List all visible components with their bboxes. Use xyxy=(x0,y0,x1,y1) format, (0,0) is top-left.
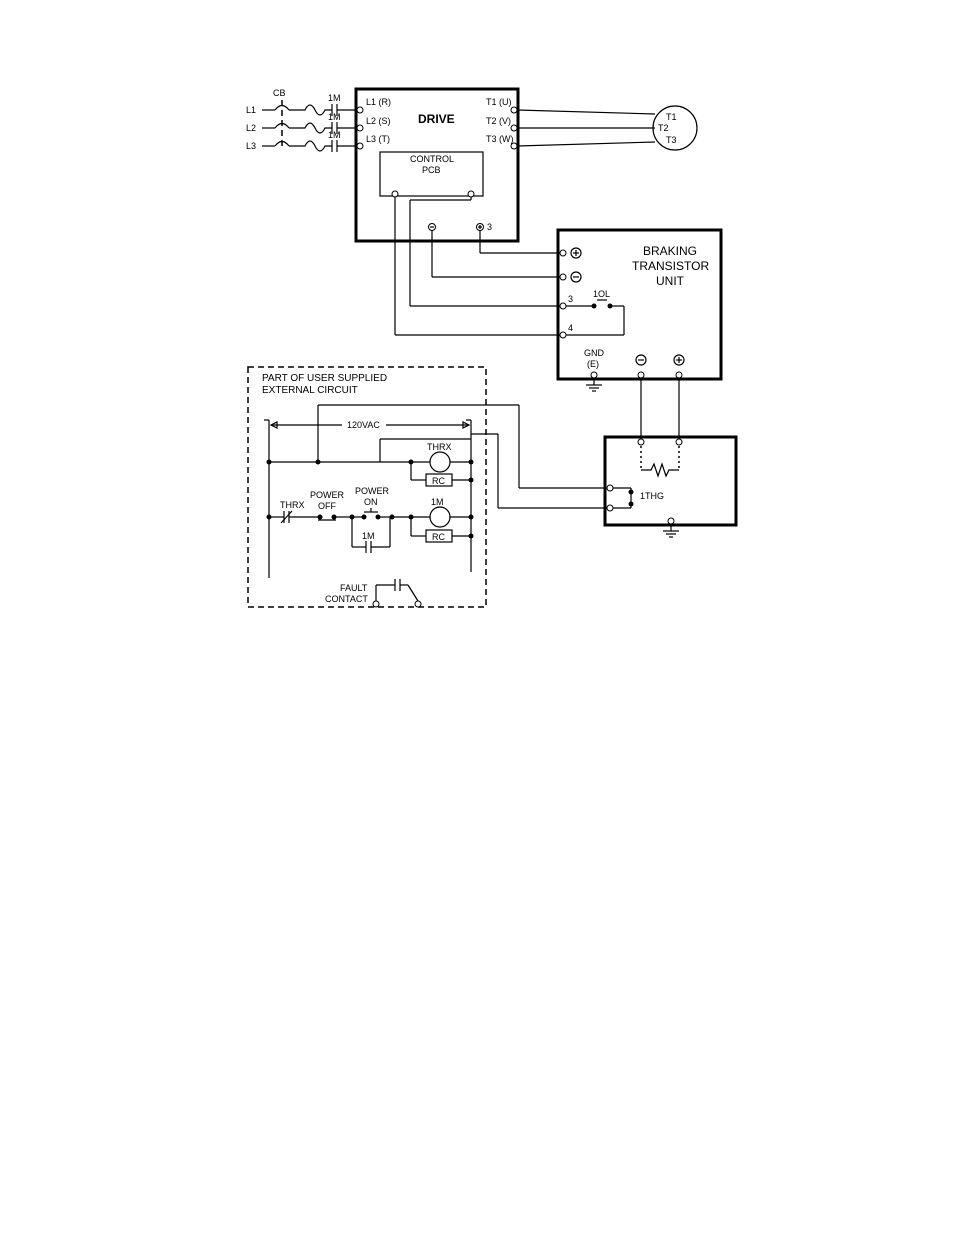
drive-box xyxy=(354,87,520,243)
voltage-120vac-label: 120VAC xyxy=(347,420,380,430)
l3-label: L3 xyxy=(246,141,256,151)
l1-label: L1 xyxy=(246,105,256,115)
drive-input-l1: L1 (R) xyxy=(366,97,391,107)
power-on-label: POWER xyxy=(355,486,390,496)
dc-bus-wiring xyxy=(394,197,560,336)
thermal-1thg-label: 1THG xyxy=(640,491,664,501)
braking-resistor-unit-box xyxy=(603,435,738,527)
power-off-label: OFF xyxy=(318,501,336,511)
gnd-label: GND xyxy=(584,348,605,358)
drive-terminal-3: 3 xyxy=(487,222,492,232)
fault-contact-label: CONTACT xyxy=(325,594,368,604)
braking-unit-title: BRAKING xyxy=(643,244,697,258)
power-on-label: ON xyxy=(364,497,378,507)
cb-label: CB xyxy=(273,88,286,98)
contactor-1m-label: 1M xyxy=(328,130,341,140)
thrx-contact-label: THRX xyxy=(280,500,305,510)
rc-label: RC xyxy=(432,476,445,486)
motor-wiring xyxy=(516,109,656,147)
braking-terminal-3: 3 xyxy=(568,294,573,304)
external-circuit-title: EXTERNAL CIRCUIT xyxy=(262,385,358,396)
thrx-coil xyxy=(429,451,451,473)
motor-t3: T3 xyxy=(666,135,677,145)
braking-terminal-4: 4 xyxy=(568,323,573,333)
drive-input-l2: L2 (S) xyxy=(366,116,391,126)
fault-contact-label: FAULT xyxy=(340,583,368,593)
control-pcb-box xyxy=(379,151,484,197)
external-circuit-title: PART OF USER SUPPLIED xyxy=(262,373,387,384)
coil-1m-label: 1M xyxy=(431,497,444,507)
rc-label: RC xyxy=(432,532,445,542)
control-pcb-label: PCB xyxy=(422,165,441,175)
drive-title: DRIVE xyxy=(418,112,455,126)
l2-label: L2 xyxy=(246,123,256,133)
braking-unit-title: TRANSISTOR xyxy=(632,259,709,273)
drive-output-t2: T2 (V) xyxy=(486,116,511,126)
contactor-1m-coil xyxy=(429,506,451,528)
power-off-label: POWER xyxy=(310,490,345,500)
motor-t2: T2 xyxy=(658,123,669,133)
gnd-label: (E) xyxy=(587,359,599,369)
external-circuit-box xyxy=(247,366,487,608)
thrx-coil-label: THRX xyxy=(427,442,452,452)
contactor-1m-label: 1M xyxy=(328,93,341,103)
drive-output-t1: T1 (U) xyxy=(486,97,512,107)
input-lines xyxy=(262,100,364,152)
holding-1m-label: 1M xyxy=(362,531,375,541)
contactor-1m-label: 1M xyxy=(328,112,341,122)
motor-circle xyxy=(652,105,698,151)
control-pcb-label: CONTROL xyxy=(410,154,454,164)
braking-resistor-symbol xyxy=(641,462,679,478)
motor-t1: T1 xyxy=(666,112,677,122)
drive-input-l3: L3 (T) xyxy=(366,134,390,144)
drive-output-t3: T3 (W) xyxy=(486,134,514,144)
thermal-loop-wiring xyxy=(317,404,607,509)
overload-1ol-label: 1OL xyxy=(593,289,610,299)
braking-transistor-unit-box xyxy=(556,228,723,381)
braking-unit-title: UNIT xyxy=(656,274,685,288)
